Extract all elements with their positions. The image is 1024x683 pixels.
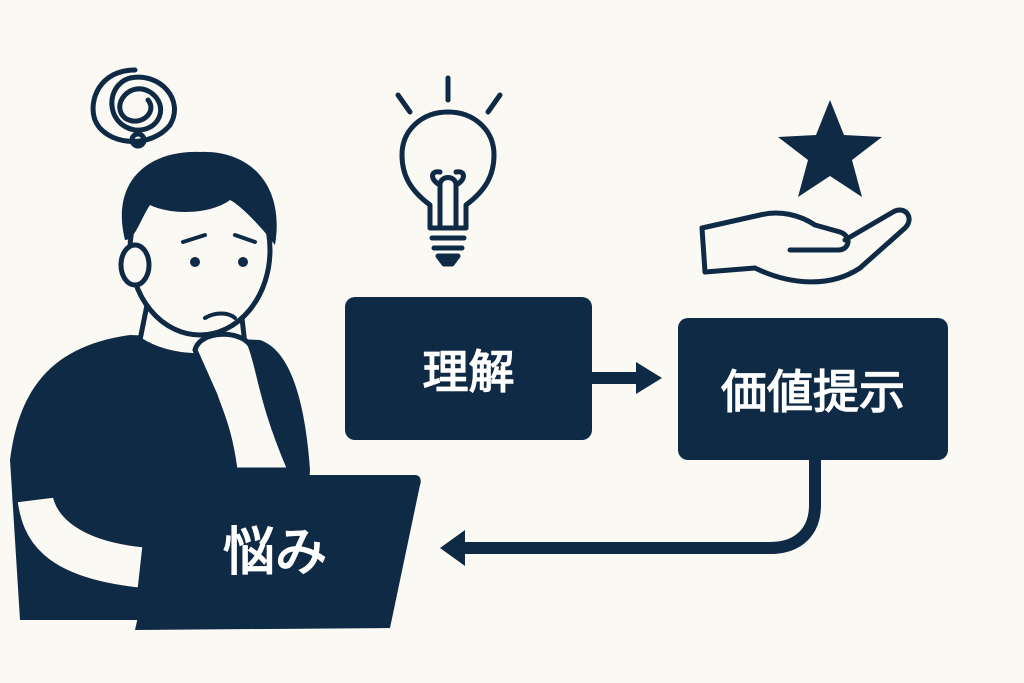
step-value-label: 価値提示: [721, 365, 905, 419]
step-understand-box: 理解: [345, 297, 592, 440]
step-understand-label: 理解: [422, 344, 515, 399]
return-arrow-icon: [440, 460, 821, 566]
laptop: [135, 475, 421, 630]
lightbulb-icon: [395, 75, 503, 267]
arrow-right-icon: [592, 362, 662, 394]
star-icon: [778, 100, 882, 197]
step-value-box: 価値提示: [678, 318, 948, 460]
hand-icon: [699, 207, 912, 285]
scribble-thought-icon: [90, 67, 177, 149]
step-worry-label: 悩み: [222, 523, 327, 583]
